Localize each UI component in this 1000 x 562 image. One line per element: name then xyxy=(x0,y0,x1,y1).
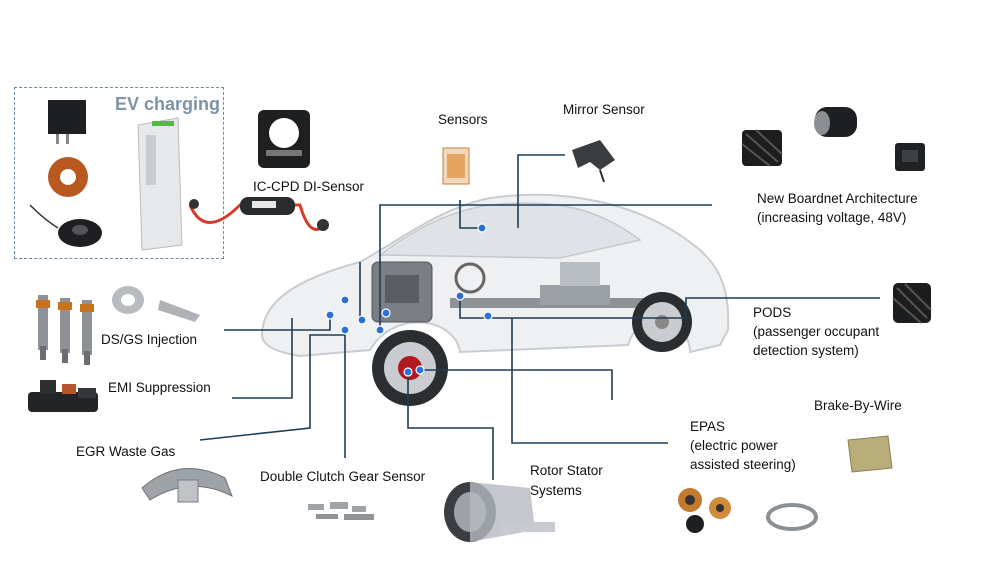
waste-gas-sensor-icon xyxy=(141,468,233,503)
brake-block-icon xyxy=(847,435,893,473)
connector-lines xyxy=(199,154,880,480)
label-pods-sub2: detection system) xyxy=(753,343,859,358)
ring-sensor-icon xyxy=(258,110,310,168)
label-pods: PODS xyxy=(753,305,792,320)
label-ic-cpd: IC-CPD DI-Sensor xyxy=(253,179,365,194)
charging-cable-icon xyxy=(188,197,329,231)
label-epas-sub2: assisted steering) xyxy=(690,457,796,472)
label-brake-by-wire: Brake-By-Wire xyxy=(814,398,902,413)
ev-charging-group xyxy=(14,87,224,259)
label-mirror-sensor: Mirror Sensor xyxy=(563,102,645,117)
label-emi-suppression: EMI Suppression xyxy=(108,380,211,395)
injector-icon xyxy=(36,295,94,365)
current-sensor-icon xyxy=(48,100,86,144)
car-cutaway-icon xyxy=(260,193,730,406)
label-egr-waste-gas: EGR Waste Gas xyxy=(76,444,176,459)
epas-coil-icon xyxy=(678,488,818,533)
label-double-clutch: Double Clutch Gear Sensor xyxy=(260,469,426,484)
label-dsgs-injection: DS/GS Injection xyxy=(101,332,198,347)
label-pods-sub1: (passenger occupant xyxy=(753,324,880,339)
label-sensors: Sensors xyxy=(438,112,488,127)
connector-dots xyxy=(325,223,493,377)
choke-coil-icon xyxy=(892,283,932,324)
label-epas-sub1: (electric power xyxy=(690,438,778,453)
ev-charging-title: EV charging xyxy=(115,94,221,114)
charging-station-icon xyxy=(137,117,183,251)
ring-sensor-icon xyxy=(29,204,102,247)
ferrite-ring-icon xyxy=(112,286,200,322)
label-rotor-stator: Rotor Stator xyxy=(530,463,603,478)
label-rotor-systems: Systems xyxy=(530,483,582,498)
rotor-stator-icon xyxy=(444,482,555,542)
shunt-sensor-icon xyxy=(442,147,470,185)
choke-coil-icon xyxy=(741,107,925,171)
clutch-sensor-icon xyxy=(308,502,374,520)
toroid-core-icon xyxy=(48,157,88,197)
label-epas: EPAS xyxy=(690,419,726,434)
label-boardnet: New Boardnet Architecture xyxy=(757,191,918,206)
mirror-sensor-icon xyxy=(572,140,615,183)
label-boardnet-sub: (increasing voltage, 48V) xyxy=(757,210,907,225)
ferrite-ring-icon xyxy=(28,380,98,412)
